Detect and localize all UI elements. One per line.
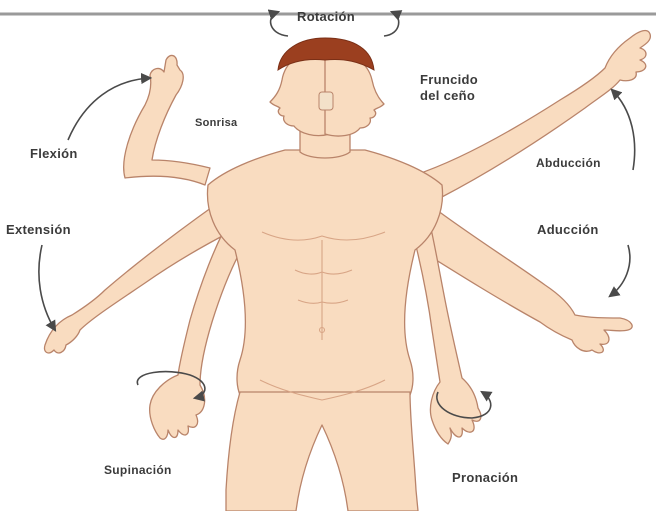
arrow-rotation-right — [384, 12, 399, 36]
label-fruncido-line2: del ceño — [420, 88, 478, 104]
label-fruncido-line1: Fruncido — [420, 72, 478, 88]
label-supinacion: Supinación — [104, 463, 172, 477]
label-sonrisa: Sonrisa — [195, 117, 237, 129]
arrow-extension — [39, 245, 55, 330]
arm-abduction — [415, 31, 650, 198]
mouth-detail — [319, 92, 333, 110]
arrow-abduction — [612, 90, 635, 170]
label-fruncido-del-ceno: Fruncido del ceño — [420, 72, 478, 104]
label-extension: Extensión — [6, 222, 71, 237]
label-flexion: Flexión — [30, 146, 78, 161]
label-aduccion: Aducción — [537, 222, 599, 237]
label-abduccion: Abducción — [536, 156, 601, 170]
label-rotacion: Rotación — [297, 9, 355, 24]
face-right — [325, 50, 384, 136]
arrow-adduction — [610, 245, 630, 296]
label-pronacion: Pronación — [452, 470, 518, 485]
arrow-rotation-left — [271, 12, 288, 36]
legs — [226, 392, 418, 511]
